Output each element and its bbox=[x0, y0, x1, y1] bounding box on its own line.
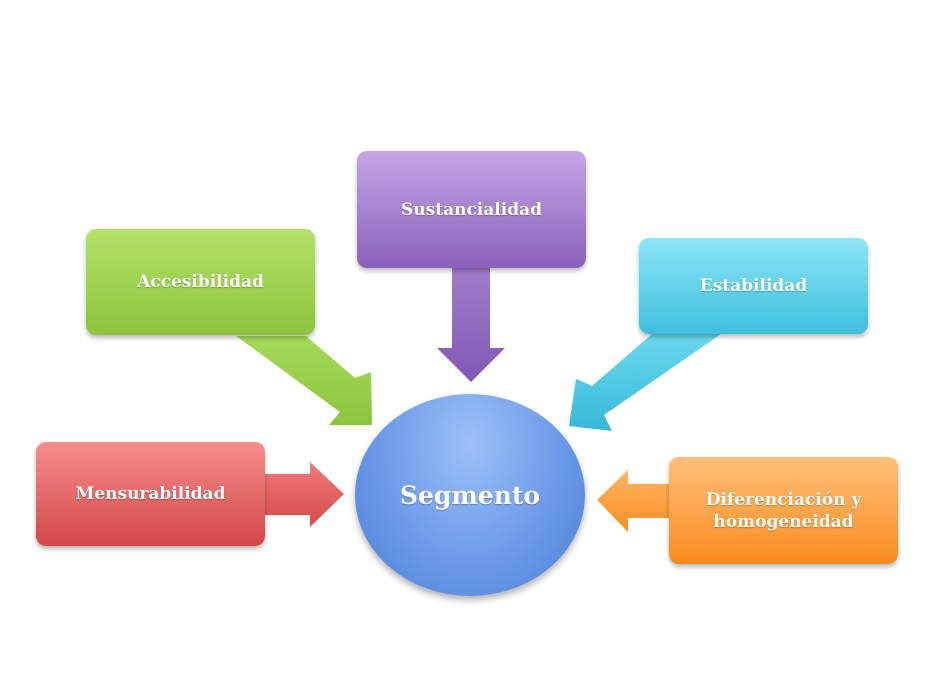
node-mensurabilidad-label: Mensurabilidad bbox=[75, 484, 226, 504]
node-sustancialidad-label: Sustancialidad bbox=[401, 199, 542, 220]
center-segmento: Segmento bbox=[355, 394, 585, 596]
node-estabilidad-label: Estabilidad bbox=[699, 276, 808, 296]
arrow-mensurabilidad bbox=[265, 462, 344, 527]
node-diferenciacion-label: Diferenciación y homogeneidad bbox=[705, 489, 862, 532]
node-accesibilidad-label: Accesibilidad bbox=[137, 272, 264, 292]
node-diferenciacion: Diferenciación y homogeneidad bbox=[669, 457, 898, 564]
node-mensurabilidad: Mensurabilidad bbox=[36, 442, 265, 546]
node-accesibilidad: Accesibilidad bbox=[86, 229, 315, 335]
arrow-accesibilidad bbox=[236, 336, 372, 425]
arrow-estabilidad bbox=[569, 334, 721, 431]
center-label: Segmento bbox=[399, 480, 541, 510]
arrow-diferenciacion bbox=[597, 470, 669, 532]
node-sustancialidad: Sustancialidad bbox=[357, 151, 586, 268]
arrow-sustancialidad bbox=[437, 268, 505, 382]
node-estabilidad: Estabilidad bbox=[639, 238, 868, 334]
